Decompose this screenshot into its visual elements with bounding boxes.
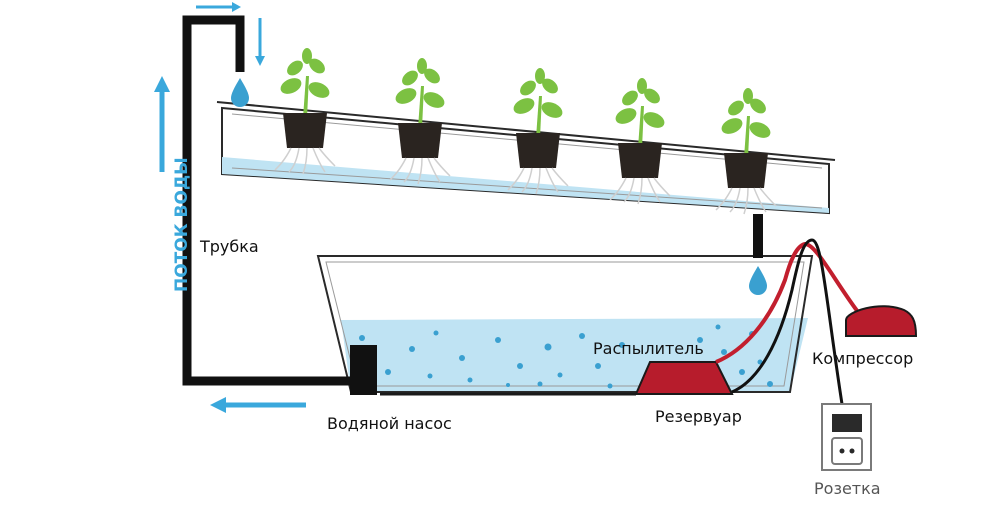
water-pump bbox=[350, 345, 377, 395]
reservoir-label: Резервуар bbox=[655, 407, 742, 426]
tube-label: Трубка bbox=[200, 237, 259, 256]
arrow-down-icon bbox=[255, 18, 265, 66]
reservoir-tank bbox=[316, 255, 814, 393]
bubbles bbox=[359, 324, 773, 389]
water-pipe bbox=[182, 15, 366, 386]
plant bbox=[274, 48, 336, 175]
sprayer bbox=[634, 361, 734, 395]
power-socket bbox=[821, 403, 872, 471]
plant bbox=[609, 78, 671, 205]
air-line bbox=[715, 241, 860, 364]
socket-label: Розетка bbox=[814, 479, 881, 498]
compressor bbox=[845, 305, 918, 337]
pump-label: Водяной насос bbox=[327, 414, 452, 433]
power-cord bbox=[731, 238, 844, 405]
arrow-right-icon bbox=[196, 2, 241, 12]
sprayer-label: Распылитель bbox=[593, 339, 704, 358]
water-flow-label: ПОТОК ВОДЫ bbox=[172, 157, 192, 292]
plant bbox=[715, 88, 777, 215]
arrow-up-icon bbox=[154, 76, 170, 172]
reservoir-water bbox=[341, 318, 808, 392]
plant bbox=[389, 58, 451, 185]
arrow-left-icon bbox=[210, 397, 306, 413]
compressor-label: Компрессор bbox=[812, 349, 914, 368]
water-drop-icon bbox=[231, 78, 249, 107]
plant bbox=[507, 68, 569, 195]
drain-pipe bbox=[753, 214, 763, 258]
water-drop-icon bbox=[749, 266, 767, 295]
